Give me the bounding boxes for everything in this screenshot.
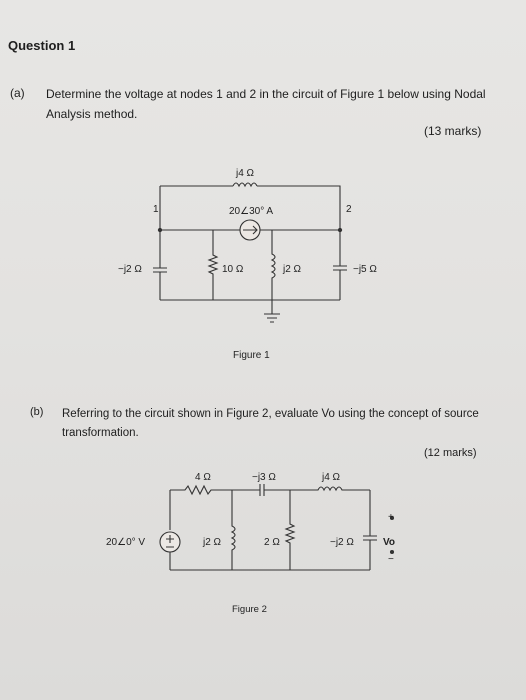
figure2-label-vsource: 20∠0° V — [106, 537, 145, 548]
figure1-label-node2: 2 — [346, 204, 352, 215]
node-1-dot — [157, 227, 163, 233]
figure2-caption: Figure 2 — [232, 604, 267, 615]
figure2-resistor-2 — [284, 490, 296, 570]
figure2-inductor-j2 — [230, 490, 236, 570]
part-a-marks: (13 marks) — [424, 124, 482, 138]
figure2-label-ind-top: j4 Ω — [321, 472, 341, 483]
figure1-label-node1: 1 — [153, 204, 159, 215]
question-title: Question 1 — [8, 38, 76, 53]
figure1-top-branch — [159, 182, 341, 230]
figure2-label-r-top: 4 Ω — [195, 472, 211, 483]
ground-icon — [264, 300, 280, 323]
vo-minus-terminal — [389, 549, 395, 555]
figure2-top-branch — [170, 484, 370, 496]
figure2-cap-j2 — [363, 490, 377, 570]
voltage-source-icon — [159, 531, 181, 553]
figure1-label-cap-left: −j2 Ω — [118, 264, 142, 275]
figure1-cap-left — [153, 230, 167, 300]
figure2-label-minus: − — [388, 554, 394, 565]
figure1-label-inductor-top: j4 Ω — [235, 168, 255, 179]
figure1-inductor-j2 — [270, 230, 276, 300]
figure2-label-r-shunt: 2 Ω — [264, 537, 280, 548]
figure1-label-cap-right: −j5 Ω — [353, 264, 377, 275]
figure2-label-cap-shunt: −j2 Ω — [330, 537, 354, 548]
figure1-label-source: 20∠30° A — [229, 206, 273, 217]
figure1-caption: Figure 1 — [233, 350, 270, 361]
current-source-icon — [239, 219, 261, 241]
figure2-label-plus: + — [388, 512, 394, 523]
figure1-resistor-10 — [207, 230, 219, 300]
figure1-cap-right — [333, 230, 347, 300]
part-b-text: Referring to the circuit shown in Figure… — [62, 408, 479, 439]
figure2-label-vo: Vo — [383, 537, 395, 548]
vo-plus-terminal — [389, 515, 395, 521]
figure1-label-ind-mid: j2 Ω — [282, 264, 302, 275]
part-b-label: (b) — [30, 406, 44, 418]
part-b-marks: (12 marks) — [424, 447, 477, 459]
part-a-label: (a) — [10, 86, 25, 100]
figure2-label-ind-shunt: j2 Ω — [202, 537, 222, 548]
figure2-label-cap-top: −j3 Ω — [252, 472, 276, 483]
figure1-label-res: 10 Ω — [222, 264, 244, 275]
node-2-dot — [337, 227, 343, 233]
part-a-text: Determine the voltage at nodes 1 and 2 i… — [46, 87, 486, 121]
